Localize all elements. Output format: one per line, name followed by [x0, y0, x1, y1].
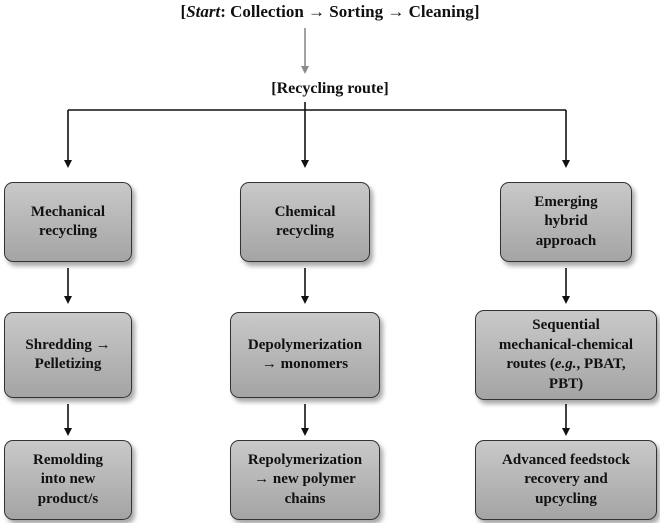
recycling-route-label: [Recycling route] [271, 80, 389, 97]
start-steps: Collection → Sorting → Cleaning [230, 2, 474, 21]
depolymerization-box: Depolymerization→ monomers [230, 312, 380, 398]
sequential-routes-box: Sequential mechanical-chemical routes (e… [475, 310, 657, 400]
shredding-pelletizing-box: Shredding →Pelletizing [4, 312, 132, 398]
start-label: Start [186, 2, 221, 21]
start-title: [Start: Collection → Sorting → Cleaning] [180, 2, 480, 21]
